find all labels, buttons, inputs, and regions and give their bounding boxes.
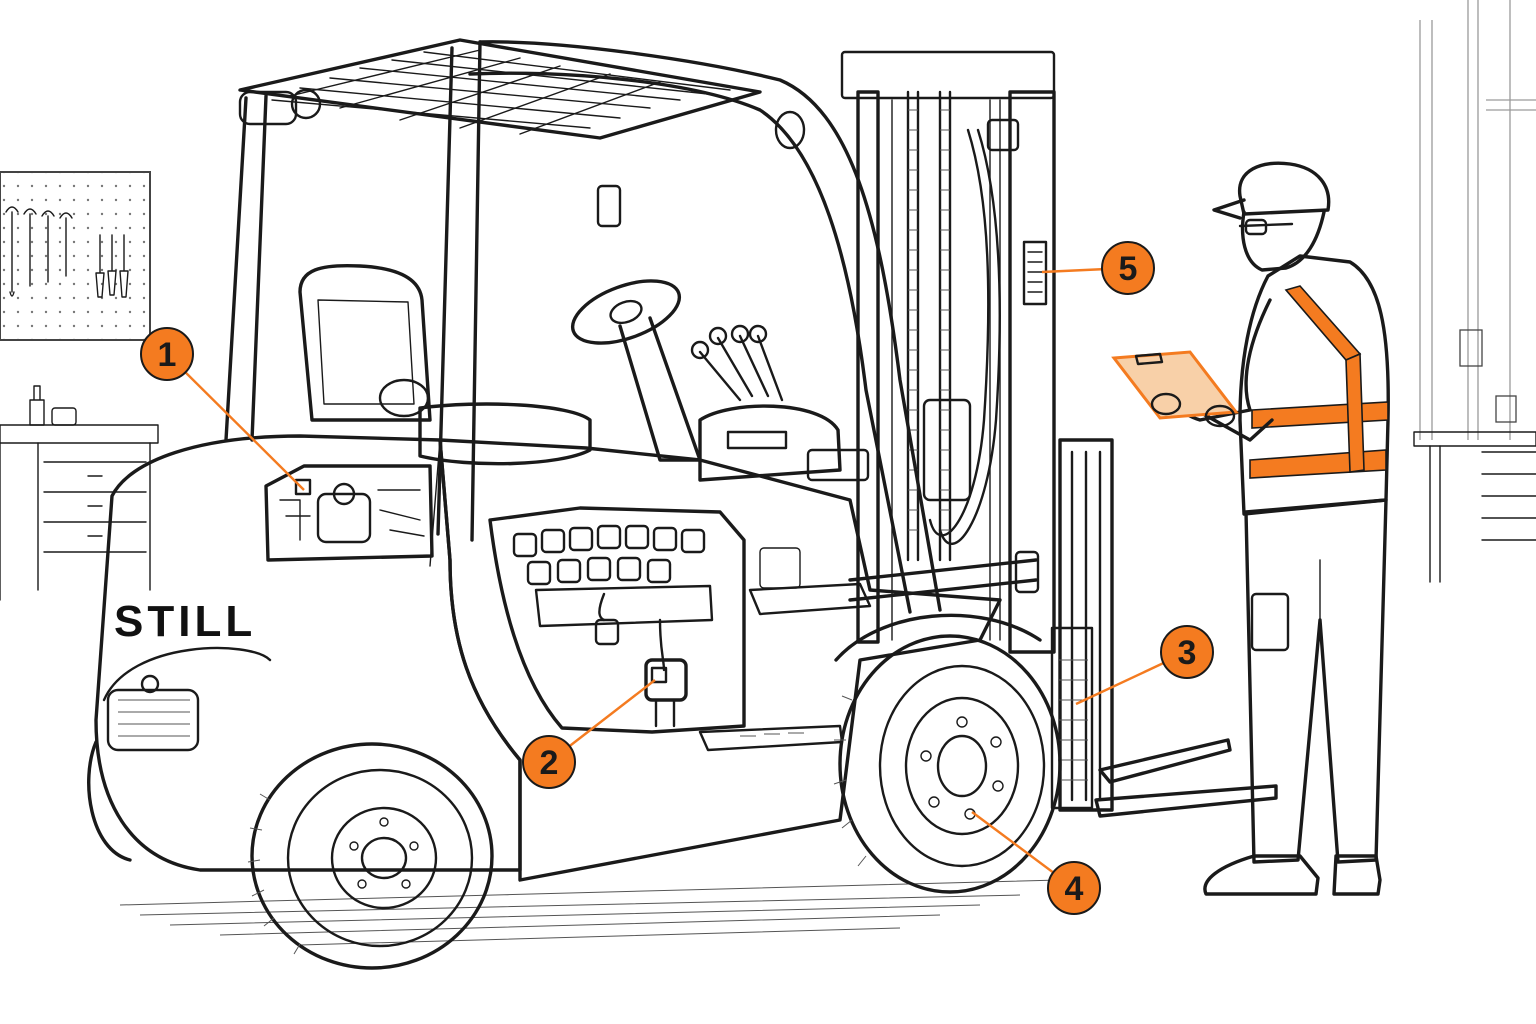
- callout-5: 5: [1041, 241, 1155, 295]
- ground-shadow: [119, 879, 1061, 946]
- mast: [840, 50, 1056, 654]
- cap: [1237, 161, 1331, 216]
- chassis: [429, 438, 1002, 882]
- callout-number: 2: [540, 744, 559, 782]
- connector-plug: [594, 618, 620, 646]
- callout-badge: [140, 327, 194, 381]
- callout-badge: [1160, 625, 1214, 679]
- workshop-background: [0, 0, 1536, 601]
- callout-badge: [1101, 241, 1155, 295]
- steering-wheel: [570, 279, 682, 345]
- screwdriver-icon: [95, 234, 129, 298]
- callout-1: 1: [140, 327, 305, 491]
- callout-number: 5: [1119, 250, 1138, 288]
- rear-body: STILL: [94, 434, 522, 872]
- right-wall: [1419, 0, 1536, 440]
- engine-compartment: [264, 464, 434, 562]
- callouts: 1 2 3 4 5: [140, 241, 1214, 915]
- clipboard-icon: [1111, 350, 1239, 420]
- callout-2: 2: [522, 679, 656, 789]
- forklift: STILL: [87, 38, 1278, 970]
- inspector-worker: [1111, 161, 1390, 896]
- callout-4: 4: [971, 811, 1101, 915]
- callout-leader-line: [166, 353, 305, 491]
- electrical-compartment: [488, 506, 746, 734]
- safety-vest: [1284, 285, 1362, 361]
- left-workbench: [0, 385, 159, 601]
- callout-number: 3: [1178, 634, 1197, 672]
- steering-controls: [570, 279, 870, 482]
- callout-3: 3: [1075, 625, 1214, 706]
- brand-label: STILL: [114, 597, 256, 646]
- front-wheel: [833, 613, 1062, 894]
- callout-badge: [1047, 861, 1101, 915]
- wrench-icon: [5, 206, 73, 297]
- right-workbench: [1413, 431, 1536, 583]
- overhead-guard: [224, 38, 942, 614]
- callout-number: 1: [158, 336, 177, 374]
- rear-wheel: [247, 742, 494, 970]
- callout-number: 4: [1065, 870, 1084, 908]
- callout-badge: [522, 735, 576, 789]
- pegboard: [0, 171, 151, 341]
